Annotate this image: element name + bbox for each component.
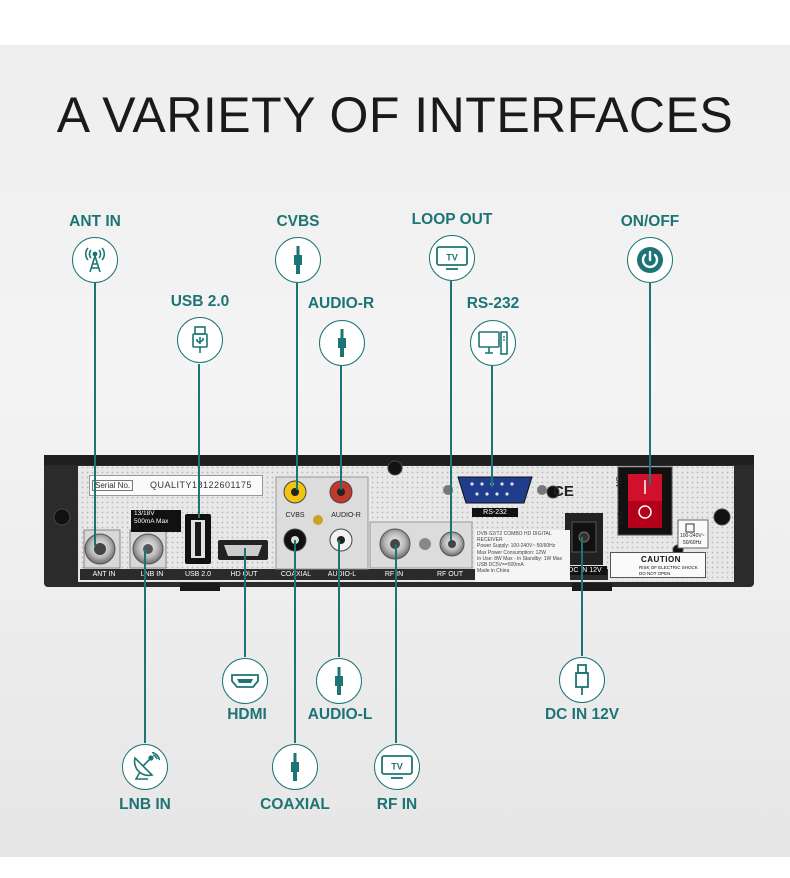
tv-icon: TV	[374, 744, 420, 790]
port-label-rs232: RS-232	[481, 509, 509, 517]
spec-line: Power Supply: 100-240V~ 50/60Hz	[477, 543, 556, 550]
label-audio-r: AUDIO-R	[307, 295, 375, 312]
serial-label-text: Serial No.	[92, 480, 134, 491]
screw-icon	[387, 460, 403, 476]
voltage-line: 50/60Hz	[683, 540, 702, 546]
tv-icon-text: TV	[446, 253, 458, 263]
screw-icon	[546, 485, 560, 499]
port-label-dc-in: DC IN 12V	[566, 567, 604, 575]
caution-label: CAUTION RISK OF ELECTRIC SHOCK DO NOT OP…	[610, 552, 706, 578]
power-icon	[627, 237, 673, 283]
label-rs232: RS-232	[466, 295, 520, 312]
label-hdmi: HDMI	[227, 706, 267, 723]
antenna-tower-icon	[72, 237, 118, 283]
voltage-line: 100-240V~	[680, 533, 705, 539]
spec-line: Max Power Consumption: 12W	[477, 549, 546, 556]
feet-left	[180, 583, 220, 591]
port-label-lnb-in: LNB IN	[138, 571, 166, 579]
av-plug-icon	[319, 320, 365, 366]
page-title: A VARIETY OF INTERFACES	[56, 87, 734, 143]
label-lnb-in: LNB IN	[119, 796, 171, 813]
screw-icon	[53, 508, 71, 526]
spec-label: DVB-S2/T2 COMBO HD DIGITAL RECEIVER Powe…	[475, 530, 570, 582]
label-on-off: ON/OFF	[620, 213, 680, 230]
label-coaxial: COAXIAL	[260, 796, 330, 813]
caution-text: DO NOT OPEN	[639, 571, 671, 576]
port-label-cvbs: CVBS	[285, 512, 305, 519]
lnb-rating-sticker: 13/18V 500mA Max	[131, 510, 181, 532]
label-cvbs: CVBS	[276, 213, 320, 230]
dc-plug-icon	[559, 657, 605, 703]
spec-line: Made in China	[477, 568, 510, 575]
label-ant-in: ANT IN	[69, 213, 121, 230]
caution-title: CAUTION	[641, 555, 681, 564]
port-label-audio-l: AUDIO-L	[325, 571, 359, 579]
computer-icon	[470, 320, 516, 366]
tv-icon: TV	[429, 235, 475, 281]
port-label-usb: USB 2.0	[182, 571, 214, 579]
label-dc-in: DC IN 12V	[544, 706, 620, 723]
spec-line: DVB-S2/T2 COMBO HD DIGITAL RECEIVER	[477, 531, 552, 544]
port-label-ant-in: ANT IN	[90, 571, 118, 579]
lnb-rating-line: 13/18V	[134, 510, 155, 517]
satellite-dish-icon	[122, 744, 168, 790]
label-rf-in: RF IN	[376, 796, 418, 813]
label-loop-out: LOOP OUT	[411, 211, 493, 228]
av-plug-icon	[316, 658, 362, 704]
ce-mark: CE	[553, 483, 574, 500]
port-label-rf-out: RF OUT	[434, 571, 466, 579]
usb-icon	[177, 317, 223, 363]
spec-line: USB DC5V==500mA	[477, 562, 524, 569]
spec-line: In Use: 8W Max - In Standby: 1W Max	[477, 555, 563, 562]
serial-number-label: Serial No. QUALITY18122601175	[89, 475, 263, 496]
caution-text: RISK OF ELECTRIC SHOCK	[639, 565, 698, 570]
label-usb: USB 2.0	[170, 293, 230, 310]
av-plug-icon	[275, 237, 321, 283]
label-audio-l: AUDIO-L	[307, 706, 373, 723]
av-plug-icon	[272, 744, 318, 790]
hdmi-plug-icon	[222, 658, 268, 704]
port-label-rf-in: RF IN	[382, 571, 406, 579]
tv-icon-text: TV	[391, 762, 403, 772]
feet-right	[572, 583, 612, 591]
lnb-rating-line: 500mA Max	[134, 518, 169, 525]
serial-value-text: QUALITY18122601175	[150, 480, 252, 490]
screw-icon	[713, 508, 731, 526]
port-label-audio-r: AUDIO-R	[331, 512, 361, 519]
